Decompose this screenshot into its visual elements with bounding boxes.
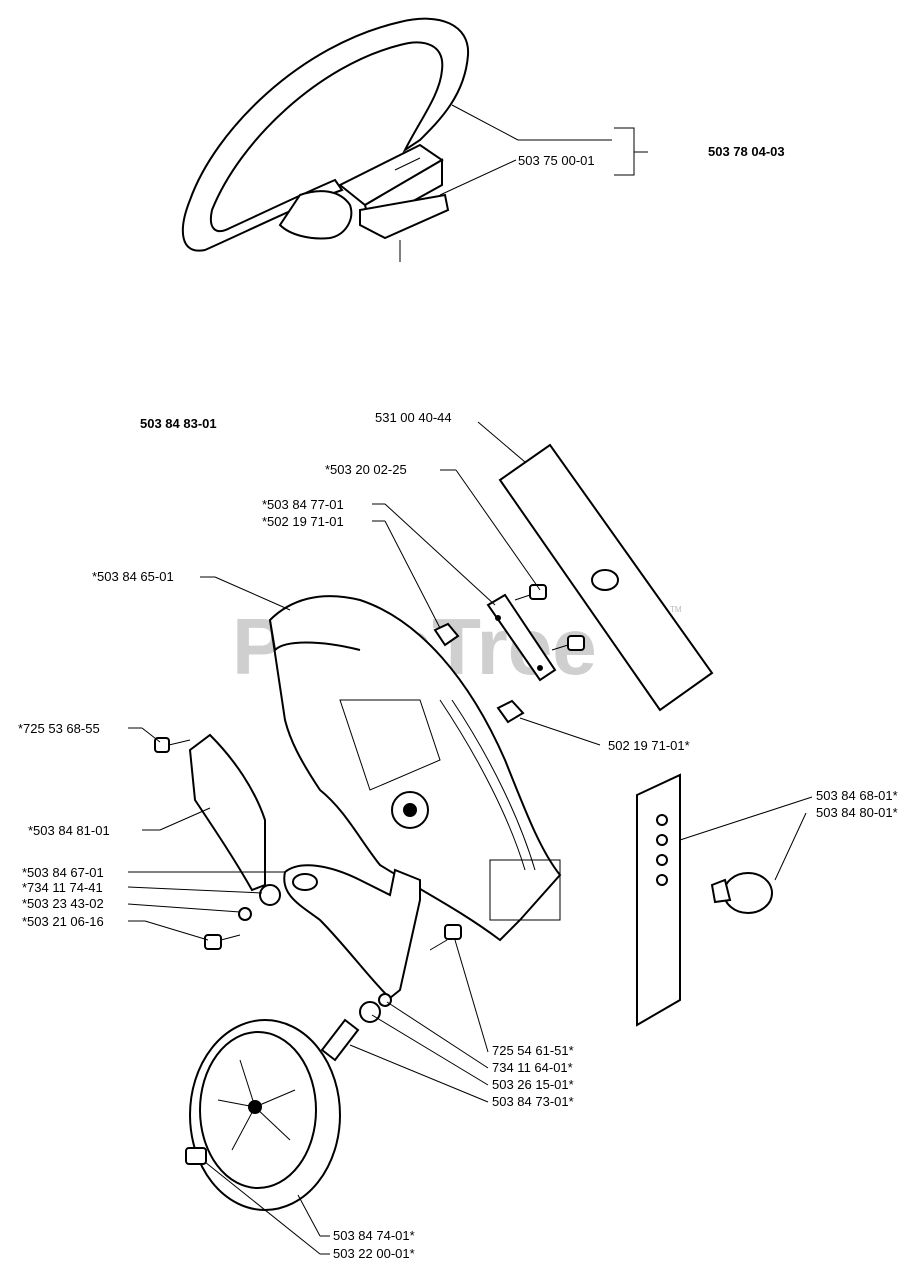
label-guard: *503 84 65-01 — [92, 569, 174, 584]
label-screw-top: *503 20 02-25 — [325, 462, 407, 477]
adjust-plate-drawing — [636, 773, 773, 1027]
wheel-drawing — [185, 993, 392, 1211]
label-nut-right: 502 19 71-01* — [608, 738, 690, 753]
label-knob: 503 84 80-01* — [816, 805, 898, 820]
watermark-tm: TM — [670, 605, 682, 614]
label-washer-large: *734 11 74-41 — [22, 880, 103, 895]
label-hub-nut: 503 22 00-01* — [333, 1246, 415, 1261]
label-plate: *503 84 77-01 — [262, 497, 344, 512]
label-bolt: *503 21 06-16 — [22, 914, 104, 929]
label-axle-washer: 734 11 64-01* — [492, 1060, 573, 1075]
label-wheel: 503 84 74-01* — [333, 1228, 415, 1243]
label-nut-left: *502 19 71-01 — [262, 514, 344, 529]
label-clamp: *503 84 81-01 — [28, 823, 110, 838]
handle-bracket — [614, 127, 648, 176]
guard-drawing — [268, 595, 562, 942]
blade-drawing — [498, 443, 714, 712]
label-arm: *503 84 67-01 — [22, 865, 104, 880]
label-bearing: 503 26 15-01* — [492, 1077, 574, 1092]
guard-group-number: 503 84 83-01 — [140, 416, 217, 431]
clamp-drawing — [154, 733, 266, 892]
plate-drawing — [433, 584, 585, 724]
label-axle-screw: 725 54 61-51* — [492, 1043, 574, 1058]
leader-handle-top — [451, 104, 519, 141]
arm-drawing — [204, 864, 462, 1000]
label-adjust-plate: 503 84 68-01* — [816, 788, 898, 803]
handle-drawing — [181, 17, 470, 262]
label-blade: 531 00 40-44 — [375, 410, 452, 425]
label-clamp-screw: *725 53 68-55 — [18, 721, 100, 736]
handle-group-number: 503 78 04-03 — [708, 144, 785, 159]
label-spacer: 503 84 73-01* — [492, 1094, 574, 1109]
label-washer-small: *503 23 43-02 — [22, 896, 104, 911]
leader-handle-clamp — [439, 159, 517, 196]
label-handle-clamp: 503 75 00-01 — [518, 153, 595, 168]
